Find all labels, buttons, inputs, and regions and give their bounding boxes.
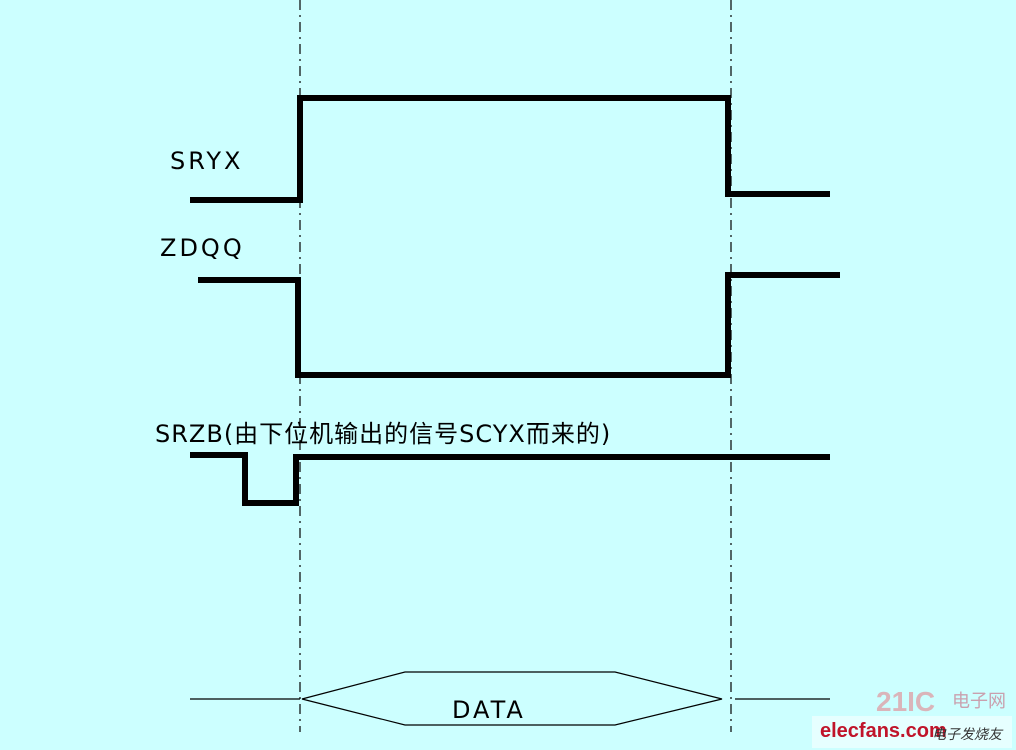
signal-label-zdqq: ZDQQ	[160, 234, 245, 262]
bus-label-data: DATA	[452, 696, 526, 724]
signal-waveform-sryx	[190, 95, 830, 203]
bus-data-window	[301, 671, 723, 726]
signal-waveform-srzb	[190, 452, 830, 506]
watermark-21ic-cn: 电子网	[952, 691, 1006, 712]
watermark-brand: elecfans.com	[820, 720, 947, 742]
signal-label-srzb: SRZB(由下位机输出的信号SCYX而来的)	[155, 420, 611, 448]
signal-waveform-zdqq	[198, 272, 840, 378]
watermark-21ic-logo: 21IC	[876, 686, 936, 717]
signal-label-sryx: SRYX	[170, 147, 243, 175]
watermark: elecfans.com 电子发烧友	[812, 716, 1012, 748]
watermark-brand-cn: 电子发烧友	[932, 727, 1002, 743]
